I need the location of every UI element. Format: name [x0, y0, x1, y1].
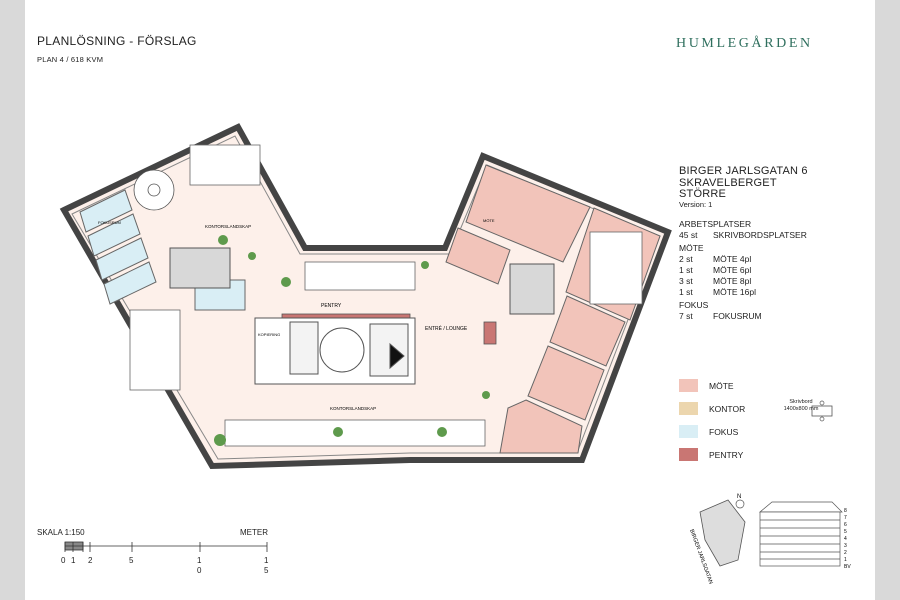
label-kontor-lower: KONTORSLANDSKAP	[330, 406, 376, 411]
section-title-arbetsplatser: ARBETSPLATSER	[679, 218, 752, 229]
section-title-mote: MÖTE	[679, 242, 704, 253]
service-core	[169, 247, 555, 385]
scale-bar-graphic	[64, 541, 268, 552]
version-label: Version: 1	[679, 199, 713, 209]
svg-text:3: 3	[844, 543, 847, 549]
legend-item-fokus: FOKUS	[679, 420, 745, 443]
label-fokusrum: FOKUSRUM	[98, 220, 121, 225]
floor-numbers: 8 7 6 5 4 3 2 1 BV	[844, 508, 851, 570]
label-kopiering: KOPIERING	[258, 332, 280, 337]
address-line-3: STÖRRE	[679, 188, 727, 200]
svg-text:4: 4	[844, 536, 847, 542]
legend-item-mote: MÖTE	[679, 374, 745, 397]
plants	[214, 235, 490, 446]
label-pentry: PENTRY	[321, 303, 342, 309]
page-title: PLANLÖSNING - FÖRSLAG	[37, 34, 197, 48]
page-subtitle: PLAN 4 / 618 KVM	[37, 55, 104, 64]
label-entre: ENTRÉ / LOUNGE	[425, 325, 468, 332]
label-kontor-upper: KONTORSLANDSKAP	[205, 224, 251, 229]
svg-text:6: 6	[844, 522, 847, 528]
svg-text:2: 2	[844, 550, 847, 556]
project-info-panel: BIRGER JARLSGATAN 6 SKRAVELBERGET STÖRRE…	[679, 165, 839, 322]
spiral-stair	[133, 169, 175, 211]
legend-swatch	[679, 425, 698, 438]
address-line-2: SKRAVELBERGET	[679, 176, 777, 189]
svg-text:8: 8	[844, 508, 847, 514]
legend-swatch	[679, 402, 698, 415]
address-line-1: BIRGER JARLSGATAN 6	[679, 165, 808, 177]
north-marker: N	[737, 494, 741, 500]
meeting-rooms	[445, 164, 661, 454]
desk-size-note: Skrivbord 1400x800 mm	[783, 399, 819, 412]
scale-unit: METER	[240, 528, 268, 537]
legend-swatch	[679, 379, 698, 392]
svg-text:5: 5	[844, 529, 847, 535]
brand-logo: HUMLEGÅRDEN	[676, 36, 813, 51]
label-mote: MÖTE	[483, 218, 495, 223]
svg-text:BV: BV	[844, 564, 851, 570]
legend-item-kontor: KONTOR	[679, 397, 745, 420]
scale-label: SKALA 1:150	[37, 528, 85, 537]
section-title-fokus: FOKUS	[679, 299, 709, 310]
legend-item-pentry: PENTRY	[679, 443, 745, 466]
color-legend: MÖTE KONTOR FOKUS PENTRY	[679, 374, 745, 466]
svg-text:1: 1	[844, 557, 847, 563]
legend-swatch	[679, 448, 698, 461]
svg-text:7: 7	[844, 515, 847, 521]
